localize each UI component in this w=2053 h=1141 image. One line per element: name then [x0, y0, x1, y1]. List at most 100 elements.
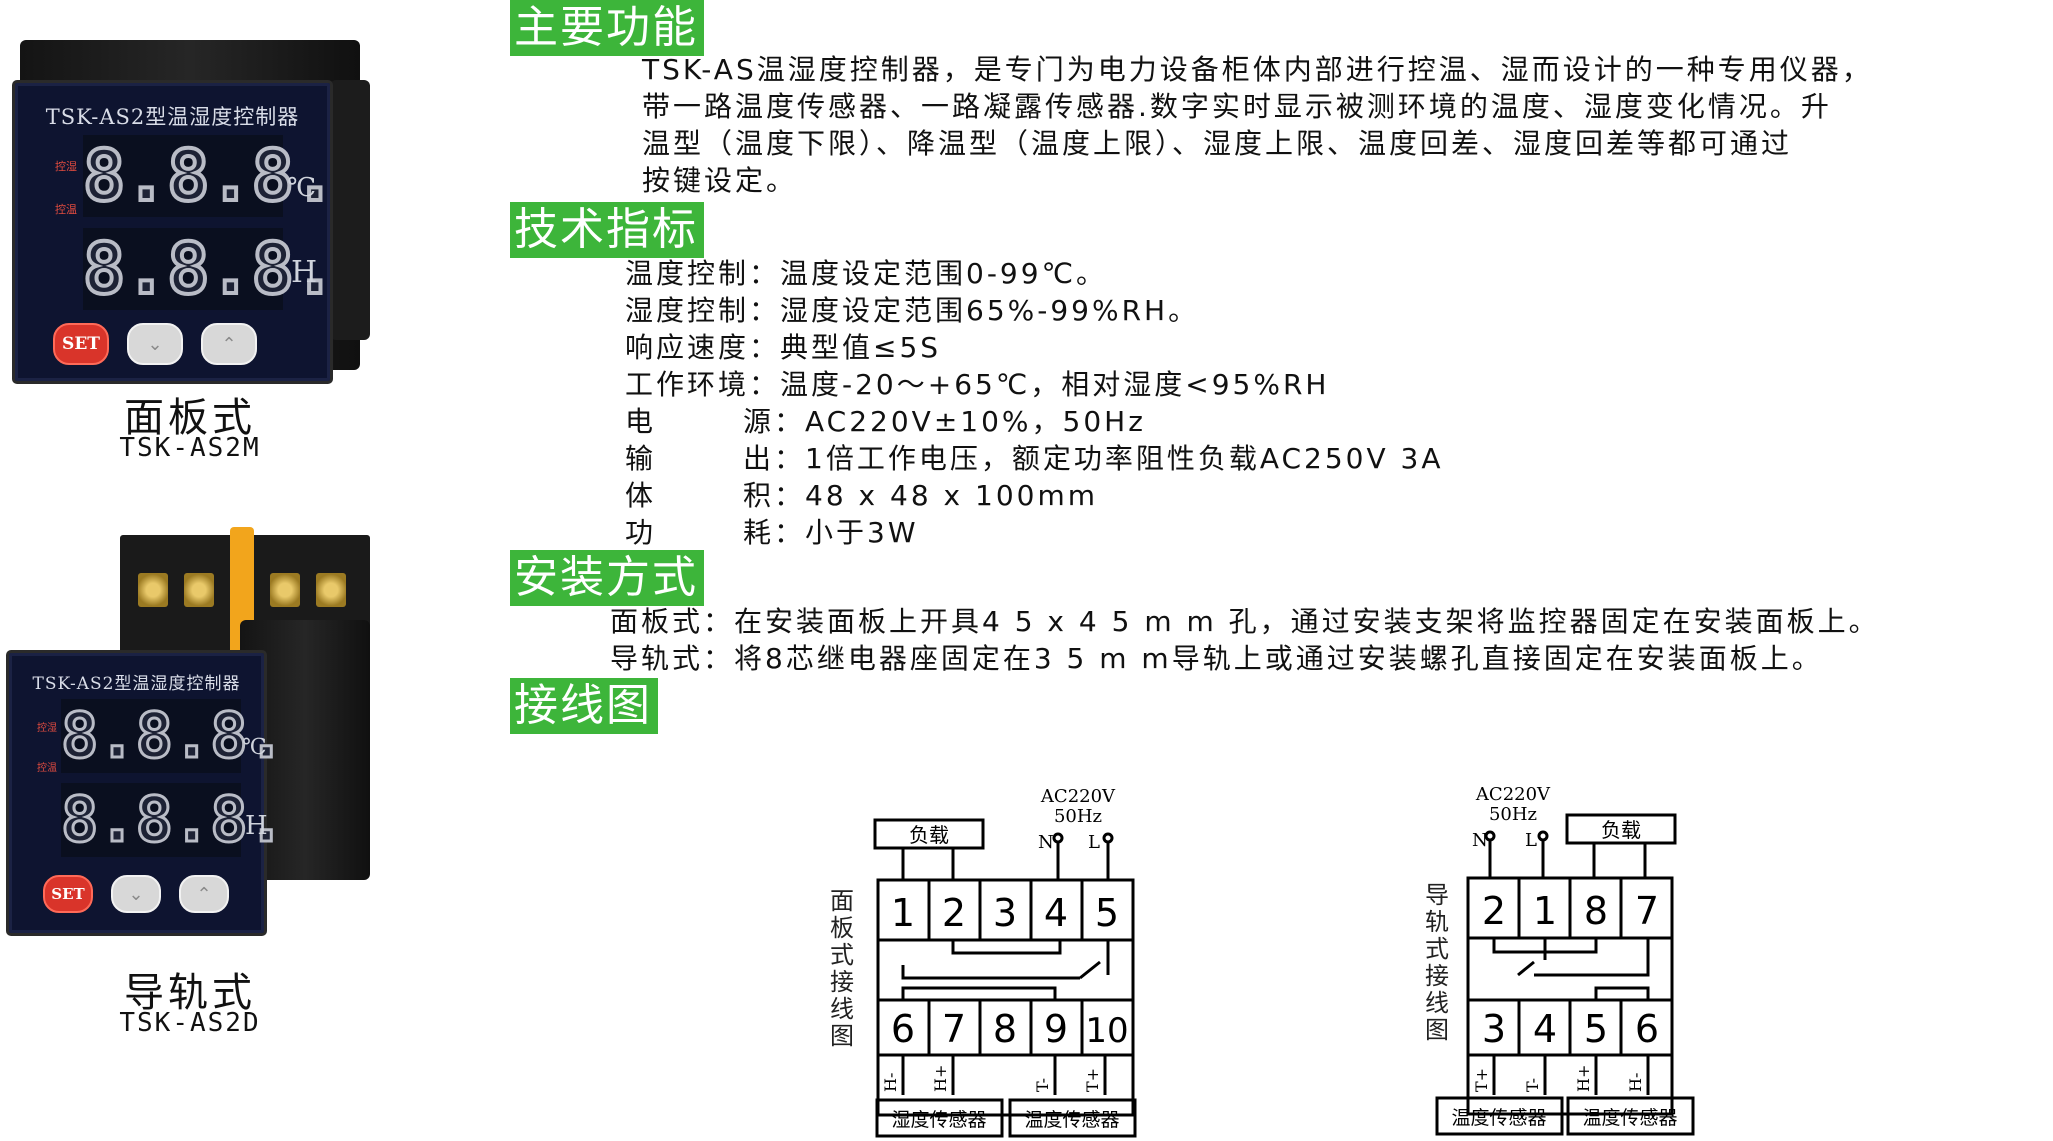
product-din-rail: TSK-AS2型温湿度控制器 控湿 控温 8.8.8. ℃ 8.8.8. H S…: [0, 520, 390, 950]
humidity-unit: H: [291, 255, 318, 290]
wiring-diagram-rail-label: 导轨式接线图: [1425, 881, 1449, 1044]
terminal-number: 9: [1044, 1007, 1068, 1051]
main-function-line: 温型（温度下限）、降温型（温度上限）、湿度上限、温度回差、湿度回差等都可通过: [642, 127, 1793, 160]
polarity-label: T+: [1083, 1068, 1102, 1092]
terminal-number: 5: [1095, 891, 1119, 935]
load-label: 负载: [909, 823, 949, 847]
spec-label: 耗：: [743, 516, 806, 549]
down-button: ⌄: [111, 875, 161, 913]
product-panel-mount: TSK-AS2型温湿度控制器 控湿 控温 8.8.8. ℃ 8.8.8. H S…: [0, 20, 380, 384]
internal-contact: [901, 986, 1057, 1000]
spec-label: 响应速度：: [625, 331, 781, 364]
spec-row-output: 输出：1倍工作电压，额定功率阻性负载AC250V 3A: [625, 441, 1444, 477]
up-button: ⌃: [201, 323, 257, 365]
internal-contact: [901, 965, 1080, 980]
temperature-digits: 8.8.8.: [60, 699, 287, 772]
spec-value: 湿度设定范围65%-99%RH。: [780, 294, 1200, 327]
spec-label: 电: [625, 405, 657, 438]
celsius-unit: ℃: [242, 735, 267, 760]
polarity-label: T+: [1472, 1068, 1491, 1092]
installation-line: 面板式：在安装面板上开具4 5 x 4 5 m m 孔，通过安装支架将监控器固定…: [610, 605, 1880, 638]
main-function-line: TSK-AS温湿度控制器，是专门为电力设备柜体内部进行控温、湿而设计的一种专用仪…: [642, 53, 1873, 86]
l-terminal-dot: [1537, 830, 1549, 842]
l-terminal-dot: [1102, 832, 1114, 844]
sensor-label: 温度传感器: [1024, 1109, 1119, 1131]
set-button: SET: [53, 323, 109, 365]
spec-label: 湿度控制：: [625, 294, 781, 327]
terminal-number: 5: [1584, 1007, 1608, 1051]
spec-row-size: 体积：48 x 48 x 100mm: [625, 478, 1098, 514]
spec-value: 温度-20～+65℃，相对湿度<95%RH: [780, 368, 1330, 401]
spec-row-humidity: 湿度控制：湿度设定范围65%-99%RH。: [625, 293, 1199, 329]
n-label: N: [1038, 832, 1054, 853]
spec-label: 工作环境：: [625, 368, 781, 401]
installation-line: 导轨式：将8芯继电器座固定在3 5 m m导轨上或通过安装螺孔直接固定在安装面板…: [610, 642, 1823, 675]
main-function-line: 带一路温度传感器、一路凝露传感器.数字实时显示被测环境的温度、湿度变化情况。升: [642, 90, 1832, 123]
indicator-humidity-control: 控湿: [37, 723, 57, 734]
load-box: [1565, 813, 1677, 845]
humidity-display: 8.8.8.: [81, 228, 338, 310]
chevron-down-icon: ⌄: [147, 333, 163, 355]
l-label: L: [1088, 832, 1100, 853]
mounting-bracket: [330, 80, 370, 340]
terminal-number: 6: [1635, 1007, 1659, 1051]
spec-value: 温度设定范围0-99℃。: [780, 257, 1108, 290]
freq-label: 50Hz: [1054, 806, 1102, 827]
terminal-number: 2: [1482, 889, 1506, 933]
terminal-screw: [138, 573, 168, 607]
sensor-box-temperature: [1435, 1096, 1564, 1136]
terminal-screw: [270, 573, 300, 607]
humidity-display: 8.8.8.: [60, 783, 286, 857]
n-terminal-dot: [1484, 830, 1496, 842]
set-button: SET: [43, 875, 93, 913]
internal-contact: [1534, 938, 1650, 977]
terminal-number: 8: [993, 1007, 1017, 1051]
section-heading-main-function: 主要功能: [510, 0, 704, 56]
terminal-number: 6: [891, 1007, 915, 1051]
din-rail-caption: 导轨式: [124, 970, 256, 1016]
relay-body: [876, 878, 1135, 1117]
sensor-box-humidity: [875, 1098, 1004, 1138]
spec-label: 功: [625, 516, 657, 549]
internal-contact: [1594, 986, 1650, 1000]
din-rail-model: TSK-AS2D: [119, 1008, 261, 1038]
wiring-diagram-panel-label: 面板式接线图: [830, 887, 854, 1050]
spec-label: 输: [625, 442, 657, 475]
panel-mount-model: TSK-AS2M: [119, 433, 261, 463]
terminal-number: 7: [1635, 889, 1659, 933]
spec-label: 温度控制：: [625, 257, 781, 290]
terminal-number: 8: [1584, 889, 1608, 933]
terminal-number: 10: [1085, 1011, 1128, 1051]
humidity-unit: H: [245, 811, 268, 841]
chevron-up-icon: ⌃: [196, 883, 212, 905]
relay-switch: [1079, 960, 1101, 980]
humidity-digits: 8.8.8.: [81, 228, 338, 310]
polarity-label: H-: [881, 1073, 900, 1092]
spec-label: 积：: [743, 479, 806, 512]
terminal-screw: [316, 573, 346, 607]
polarity-label: T-: [1523, 1078, 1542, 1092]
sensor-label: 湿度传感器: [891, 1109, 986, 1131]
sensor-box-temperature: [1008, 1098, 1137, 1138]
chevron-up-icon: ⌃: [221, 333, 237, 355]
terminal-number: 7: [942, 1007, 966, 1051]
polarity-label: H+: [931, 1065, 950, 1092]
l-label: L: [1525, 830, 1537, 851]
sensor-box-humidity: [1566, 1096, 1695, 1136]
device-front-panel: TSK-AS2型温湿度控制器 控湿 控温 8.8.8. ℃ 8.8.8. H S…: [12, 80, 338, 384]
indicator-humidity-control: 控湿: [55, 160, 77, 173]
terminal-number: 2: [942, 891, 966, 935]
panel-title: TSK-AS2型温湿度控制器: [32, 674, 241, 694]
indicator-temperature-control: 控温: [37, 763, 57, 774]
spec-row-environment: 工作环境：温度-20～+65℃，相对湿度<95%RH: [625, 367, 1330, 403]
temperature-display: 8.8.8.: [60, 699, 286, 773]
sensor-label: 温度传感器: [1582, 1107, 1677, 1129]
section-heading-installation: 安装方式: [510, 550, 704, 606]
internal-contact: [951, 940, 1062, 955]
spec-row-response: 响应速度：典型值≤5S: [625, 330, 941, 366]
device-front-panel: TSK-AS2型温湿度控制器 控湿 控温 8.8.8. ℃ 8.8.8. H S…: [6, 650, 286, 936]
power-label: AC220V: [1475, 784, 1551, 805]
spec-value: 48 x 48 x 100mm: [805, 479, 1099, 512]
spec-value: AC220V±10%，50Hz: [805, 405, 1146, 438]
load-label: 负载: [1601, 818, 1641, 842]
